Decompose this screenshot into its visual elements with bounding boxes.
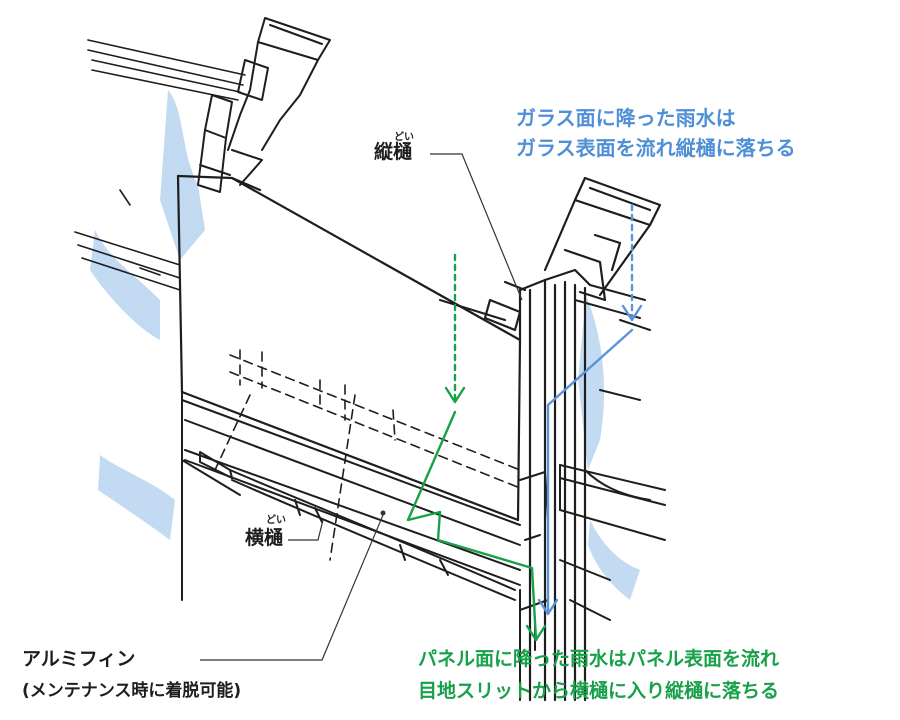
yokodoi-label: 横樋: [245, 527, 284, 549]
right-mullion: [483, 176, 662, 702]
tatedoi-ruby: どい: [394, 132, 414, 143]
wall-wash: [90, 90, 640, 600]
panel-rain-caption-line1: パネル面に降った雨水はパネル表面を流れ: [418, 648, 780, 670]
glass-rain-caption-line1: ガラス面に降った雨水は: [516, 106, 736, 130]
hidden-structure: [214, 349, 521, 561]
yokodoi-ruby: どい: [266, 515, 286, 526]
glass-rain-flow: [537, 203, 643, 616]
glass-rain-caption-line2: ガラス表面を流れ縦樋に落ちる: [516, 136, 796, 160]
upper-panel: [176, 174, 522, 522]
top-left-mullion: [197, 17, 331, 193]
panel-rain-caption-line2: 目地スリットから横樋に入り縦樋に落ちる: [418, 680, 780, 702]
mid-left-sill: [74, 189, 181, 291]
panel-rain-flow: [406, 253, 547, 642]
top-left-sill: [87, 39, 246, 101]
lower-panel: [181, 459, 521, 701]
tatedoi-label: 縦樋: [374, 141, 413, 163]
leader-dot-alumi-fin: [380, 510, 386, 516]
right-transom: [559, 284, 666, 621]
leader-lines: [200, 153, 523, 661]
horizontal-gutter: [181, 391, 521, 601]
leader-alumi-fin: [200, 514, 384, 661]
alumi-fin-note: (メンテナンス時に着脱可能): [22, 681, 242, 701]
alumi-fin-label: アルミフィン: [22, 648, 136, 670]
leader-yokodoi: [288, 519, 324, 541]
leader-tatedoi: [430, 153, 523, 301]
